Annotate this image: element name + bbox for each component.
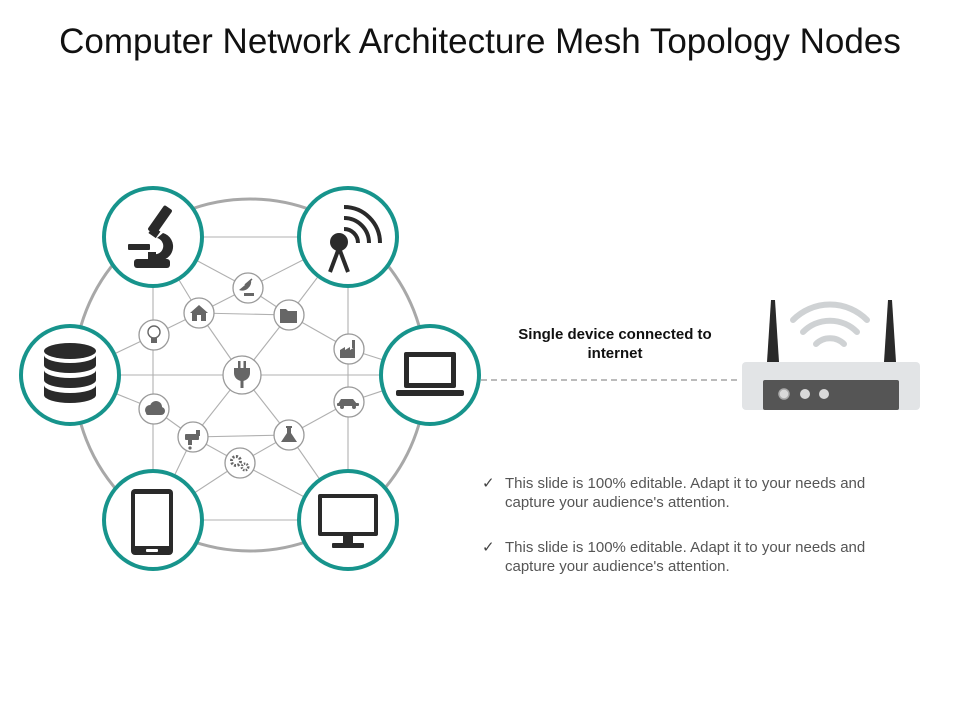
outer-node-smartphone [102, 469, 204, 571]
satellite-antenna-icon [328, 205, 382, 273]
inner-node-faucet [177, 421, 209, 453]
inner-node-flask [273, 419, 305, 451]
inner-node-gears [224, 447, 256, 479]
outer-node-laptop [379, 324, 481, 426]
inner-node-car [333, 386, 365, 418]
microscope-icon [128, 205, 174, 268]
inner-node-plug [222, 355, 262, 395]
inner-node-folder [273, 299, 305, 331]
cloud-icon [145, 401, 165, 415]
bullet-list: ✓ This slide is 100% editable. Adapt it … [482, 474, 882, 602]
faucet-icon [185, 430, 200, 450]
gears-icon [230, 455, 250, 472]
outer-node-monitor [297, 469, 399, 571]
flask-icon [281, 426, 297, 442]
plug-icon [234, 361, 250, 388]
outer-node-satellite [297, 186, 399, 288]
router-label: Single device connected to internet [518, 326, 712, 362]
inner-node-home [183, 297, 215, 329]
factory-icon [340, 340, 355, 358]
home-icon [190, 305, 208, 321]
satellite-dish-icon [239, 278, 254, 296]
inner-node-factory [333, 333, 365, 365]
inner-node-satellite-dish [232, 272, 264, 304]
page-title: Computer Network Architecture Mesh Topol… [59, 22, 901, 61]
bullet-item: ✓ This slide is 100% editable. Adapt it … [482, 474, 882, 512]
lightbulb-icon [147, 325, 161, 343]
wifi-router-icon [742, 300, 920, 410]
monitor-icon [318, 494, 378, 548]
laptop-icon [396, 352, 464, 396]
outer-node-microscope [102, 186, 204, 288]
checkmark-icon: ✓ [482, 475, 495, 492]
checkmark-icon: ✓ [482, 539, 495, 556]
bullet-text: This slide is 100% editable. Adapt it to… [505, 539, 866, 575]
database-icon [44, 343, 96, 403]
folder-icon [280, 309, 297, 323]
car-icon [337, 399, 359, 409]
bullet-text: This slide is 100% editable. Adapt it to… [505, 475, 866, 511]
smartphone-icon [131, 489, 173, 555]
inner-node-cloud [138, 393, 170, 425]
outer-node-database [19, 324, 121, 426]
bullet-item: ✓ This slide is 100% editable. Adapt it … [482, 538, 882, 576]
inner-node-lightbulb [138, 319, 170, 351]
